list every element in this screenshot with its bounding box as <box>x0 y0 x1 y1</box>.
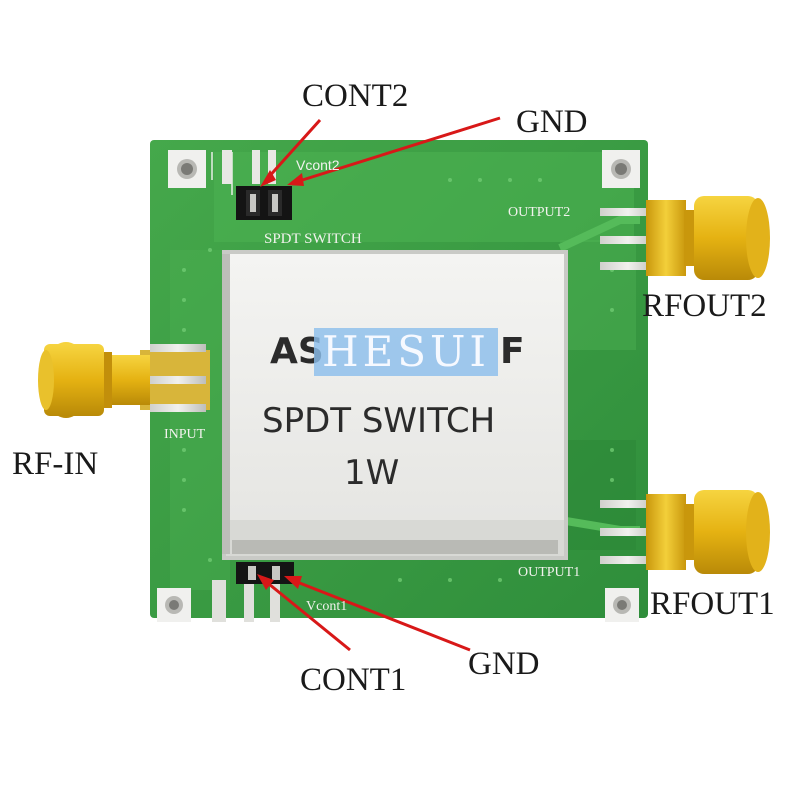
sma-connector-icon <box>600 490 770 574</box>
silk-spdt-switch: SPDT SWITCH <box>264 231 362 247</box>
shield-part-suffix: F <box>500 331 525 372</box>
callout-cont1: CONT1 <box>300 662 407 698</box>
silk-input: INPUT <box>164 427 206 442</box>
callout-rf-in: RF-IN <box>12 446 99 482</box>
shield-line3: 1W <box>344 453 400 493</box>
watermark: HESUI <box>314 328 498 376</box>
sma-connector-icon <box>38 342 210 418</box>
pin-header-icon <box>212 562 294 622</box>
callout-gnd-bottom: GND <box>468 646 540 682</box>
callout-gnd-top: GND <box>516 104 588 140</box>
silk-vcont2: Vcont2 <box>296 157 340 173</box>
shield-can <box>222 250 568 560</box>
sma-connector-icon <box>600 196 770 280</box>
shield-line2: SPDT SWITCH <box>262 401 496 441</box>
callout-rfout2: RFOUT2 <box>642 288 767 324</box>
pin-header-icon <box>222 150 292 220</box>
silk-output2: OUTPUT2 <box>508 205 571 220</box>
mounting-hole-icon <box>157 150 640 622</box>
silk-output1: OUTPUT1 <box>518 565 581 580</box>
callout-cont2: CONT2 <box>302 78 409 114</box>
callout-rfout1: RFOUT1 <box>650 586 775 622</box>
callout-arrow-icon <box>257 116 501 652</box>
silk-vcont1: Vcont1 <box>306 599 348 614</box>
